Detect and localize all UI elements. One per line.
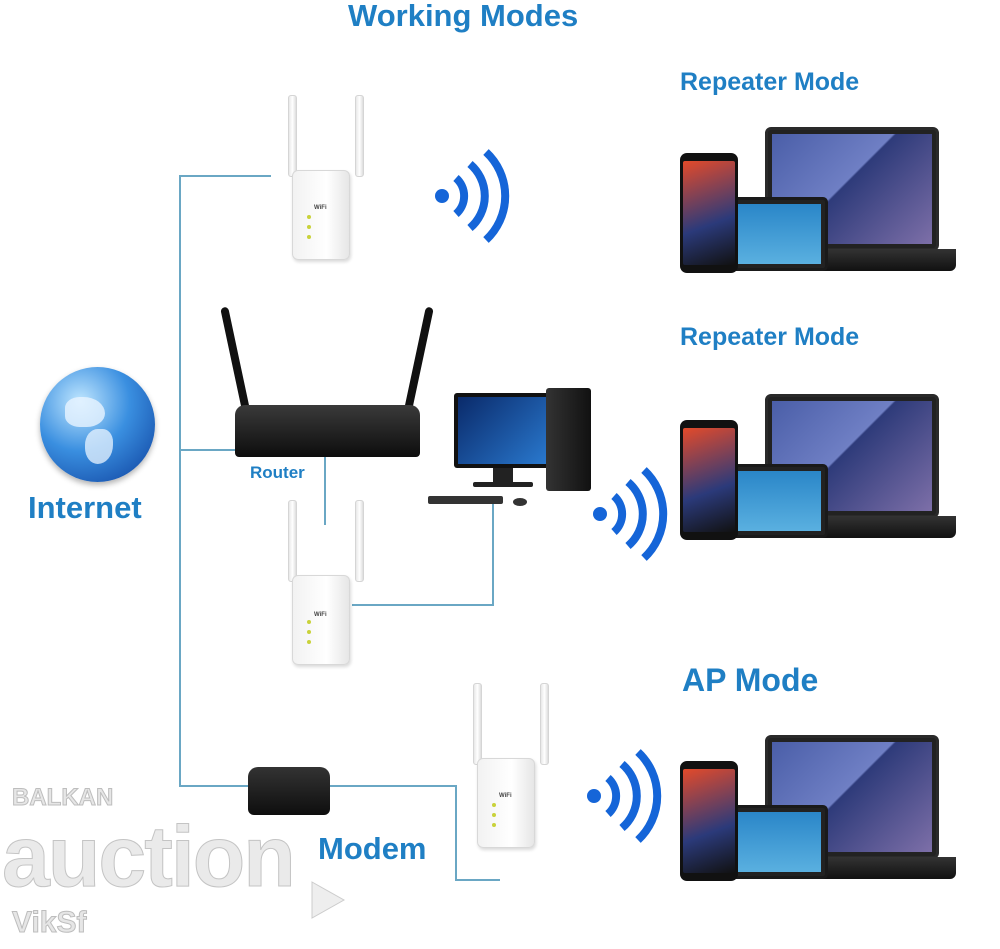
repeater-icon: WiFi bbox=[280, 95, 370, 265]
connector-line-router bbox=[179, 449, 241, 451]
smartphone-icon bbox=[680, 153, 738, 273]
connector-line-repeater1 bbox=[179, 175, 271, 177]
modem-icon bbox=[248, 767, 330, 815]
wifi-signal-icon bbox=[593, 467, 668, 561]
smartphone-icon bbox=[680, 420, 738, 540]
connector-line-pc bbox=[492, 500, 494, 606]
mode-label-1: Repeater Mode bbox=[680, 68, 860, 96]
connector-line-trunk bbox=[179, 175, 181, 786]
client-devices-group-1 bbox=[680, 125, 960, 275]
modem-label: Modem bbox=[318, 831, 427, 866]
connector-line-modem-repeater-drop bbox=[455, 785, 457, 881]
client-devices-group-2 bbox=[680, 392, 960, 542]
watermark-line3: VikSf bbox=[12, 906, 87, 939]
client-devices-group-3 bbox=[680, 733, 960, 883]
globe-icon bbox=[40, 367, 155, 482]
mode-label-3: AP Mode bbox=[682, 662, 819, 698]
desktop-pc-icon bbox=[428, 388, 593, 513]
wifi-signal-icon bbox=[435, 149, 510, 243]
connector-line-repeater3 bbox=[455, 879, 500, 881]
watermark-play-icon bbox=[311, 881, 346, 919]
connector-line-modem bbox=[179, 785, 251, 787]
wifi-signal-icon bbox=[587, 749, 662, 843]
diagram-title: Working Modes bbox=[348, 0, 579, 33]
connector-line-repeater-pc bbox=[352, 604, 494, 606]
connector-line-modem-repeater bbox=[325, 785, 455, 787]
repeater-icon: WiFi bbox=[280, 500, 370, 670]
connector-line-router-repeater bbox=[324, 455, 326, 525]
repeater-icon: WiFi bbox=[465, 683, 555, 853]
watermark-line1: BALKAN bbox=[11, 784, 114, 811]
smartphone-icon bbox=[680, 761, 738, 881]
router-label: Router bbox=[250, 463, 305, 482]
mode-label-2: Repeater Mode bbox=[680, 323, 860, 351]
router-icon bbox=[220, 305, 434, 460]
watermark-line2: auction bbox=[2, 809, 297, 905]
internet-label: Internet bbox=[28, 490, 142, 525]
